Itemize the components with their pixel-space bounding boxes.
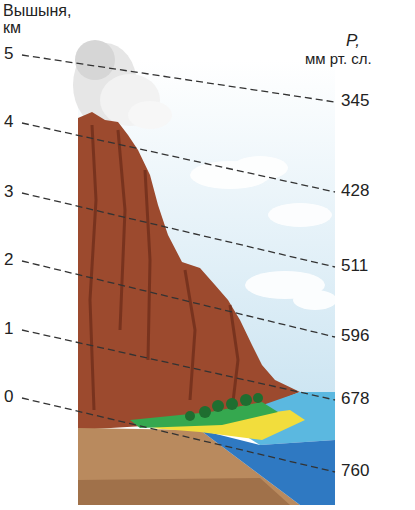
dashed-line	[22, 330, 335, 400]
altitude-value: 3	[4, 183, 13, 201]
pressure-value: 511	[341, 257, 368, 275]
cloud	[268, 203, 332, 227]
earth-section	[78, 478, 290, 505]
pressure-value: 678	[341, 390, 369, 408]
pressure-value: 345	[341, 92, 369, 110]
rock-crack	[90, 125, 96, 410]
altitude-value: 0	[4, 388, 13, 406]
altitude-value: 1	[4, 320, 13, 338]
tree	[240, 394, 252, 406]
snow	[128, 101, 172, 129]
cloud	[293, 290, 337, 310]
rock-crack	[230, 305, 238, 410]
altitude-value: 5	[4, 45, 13, 63]
axis-title: Вышыня, км	[3, 3, 71, 37]
rock-crack	[185, 270, 195, 400]
tree	[212, 400, 224, 412]
rock-shading	[90, 125, 238, 410]
pressure-value: 596	[341, 327, 369, 345]
tree	[199, 406, 211, 418]
trees	[185, 393, 263, 421]
rock-crack	[118, 130, 125, 330]
tree	[226, 398, 238, 410]
dashed-line	[22, 123, 335, 192]
pressure-value: 760	[341, 462, 369, 480]
pressure-value: 428	[341, 182, 369, 200]
axis-symbol: P,	[346, 32, 360, 50]
dashed-line	[22, 398, 335, 472]
dashed-line	[22, 55, 335, 102]
snow	[75, 40, 115, 80]
altitude-value: 2	[4, 251, 13, 269]
dashed-line	[22, 261, 335, 337]
axis-unit: мм рт. сл.	[305, 51, 372, 67]
tree	[185, 411, 195, 421]
cloud	[232, 156, 288, 180]
dashed-line	[22, 193, 335, 267]
altitude-value: 4	[4, 113, 13, 131]
rock-crack	[145, 170, 150, 360]
lowland	[130, 402, 278, 428]
tree	[253, 393, 263, 403]
isobar-lines	[22, 55, 335, 472]
